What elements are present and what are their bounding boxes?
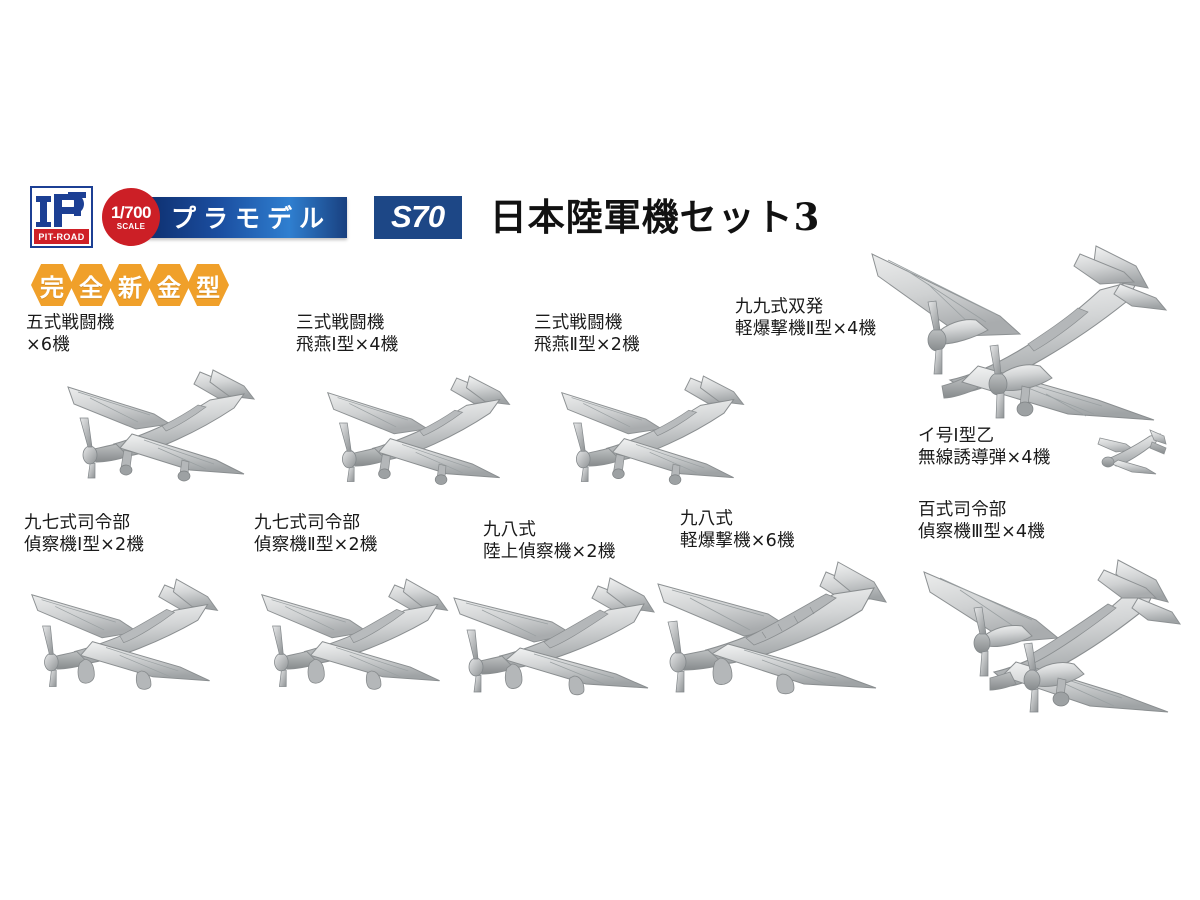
caption-ki15-ii: 九七式司令部 偵察機Ⅱ型×2機 bbox=[254, 513, 378, 556]
caption-ki48-ii: 九九式双発 軽爆撃機Ⅱ型×4機 bbox=[735, 297, 877, 340]
page-title: 日本陸軍機セット3 bbox=[489, 194, 821, 239]
model-photo-igo-1b bbox=[1094, 422, 1168, 480]
kit-type-banner: プラモデル bbox=[141, 196, 348, 238]
scale-badge: 1/700 SCALE bbox=[102, 188, 160, 246]
model-photo-ki15-i bbox=[24, 562, 234, 692]
new-mold-char-4: 金 bbox=[148, 264, 190, 306]
header-bar: PIT-ROAD 1/700 SCALE プラモデル S70 日本陸軍機セット3 bbox=[30, 186, 820, 248]
caption-ki46-iii: 百式司令部 偵察機Ⅲ型×4機 bbox=[918, 500, 1045, 543]
new-mold-char-1: 完 bbox=[31, 264, 73, 306]
model-photo-ki32 bbox=[650, 546, 905, 696]
caption-ki36: 九八式 陸上偵察機×2機 bbox=[483, 520, 616, 563]
pit-road-monogram-icon bbox=[34, 190, 89, 229]
caption-ki15-i: 九七式司令部 偵察機Ⅰ型×2機 bbox=[24, 513, 145, 556]
pit-road-wordmark: PIT-ROAD bbox=[34, 229, 89, 244]
new-mold-badge: 完 全 新 金 型 bbox=[31, 264, 229, 306]
model-photo-ki15-ii bbox=[254, 562, 464, 692]
model-photo-ki100 bbox=[58, 352, 273, 482]
model-photo-ki61-ii bbox=[552, 358, 762, 486]
scale-word: SCALE bbox=[116, 221, 146, 231]
caption-ki61-i: 三式戦闘機 飛燕Ⅰ型×4機 bbox=[296, 313, 399, 356]
product-code-badge: S70 bbox=[374, 195, 462, 239]
model-photo-ki48-ii bbox=[850, 228, 1180, 428]
caption-ki61-ii: 三式戦闘機 飛燕Ⅱ型×2機 bbox=[534, 313, 640, 356]
pit-road-logo: PIT-ROAD bbox=[30, 186, 93, 248]
caption-ki100: 五式戦闘機 ×6機 bbox=[26, 313, 115, 356]
new-mold-char-3: 新 bbox=[109, 264, 151, 306]
scale-ratio: 1/700 bbox=[110, 202, 152, 222]
new-mold-char-5: 型 bbox=[187, 264, 229, 306]
model-photo-ki46-iii bbox=[912, 546, 1184, 714]
model-photo-ki61-i bbox=[318, 358, 528, 486]
caption-ki32: 九八式 軽爆撃機×6機 bbox=[680, 509, 795, 552]
model-photo-ki36 bbox=[448, 564, 673, 696]
new-mold-char-2: 全 bbox=[70, 264, 112, 306]
caption-igo-1b: イ号Ⅰ型乙 無線誘導弾×4機 bbox=[918, 426, 1051, 469]
